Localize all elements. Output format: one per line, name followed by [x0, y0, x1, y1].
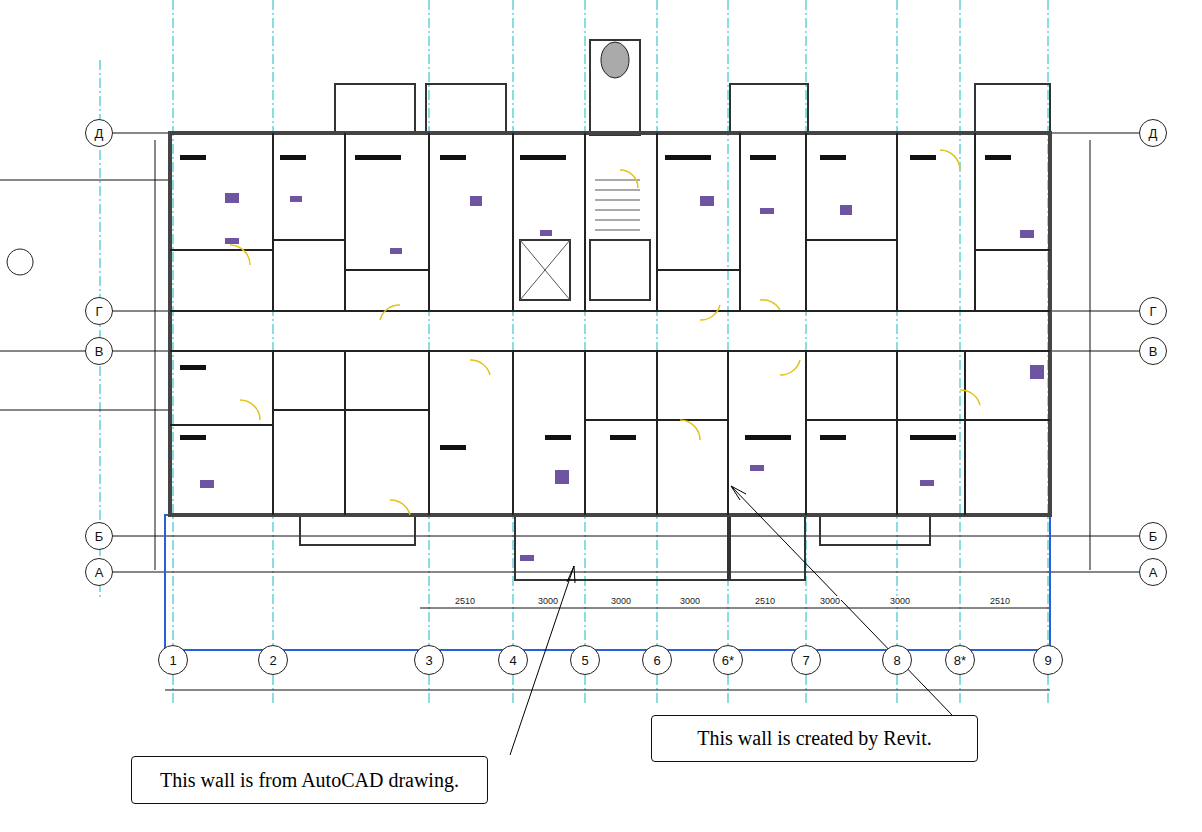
dimension-label: 3000	[537, 596, 559, 607]
grid-bubble: 2	[258, 645, 288, 675]
grid-label: 8*	[954, 653, 966, 668]
grid-label: Г	[95, 304, 102, 319]
grid-label: 4	[509, 653, 516, 668]
grid-label: Д	[1149, 126, 1158, 141]
grid-label: 3	[425, 653, 432, 668]
grid-label: Г	[1149, 304, 1156, 319]
grid-bubble: 8*	[945, 645, 975, 675]
dimension-label: 3000	[819, 596, 841, 607]
grid-label: А	[1149, 565, 1158, 580]
grid-bubble: Г	[85, 297, 113, 325]
dimension-label: 3000	[679, 596, 701, 607]
grid-label: В	[95, 344, 104, 359]
grid-bubble: А	[1139, 558, 1167, 586]
grid-label: Д	[95, 126, 104, 141]
callout-box: This wall is from AutoCAD drawing.	[131, 756, 488, 804]
grid-label: 6	[653, 653, 660, 668]
grid-label: 9	[1044, 653, 1051, 668]
grid-label: 7	[802, 653, 809, 668]
callout-box: This wall is created by Revit.	[651, 715, 978, 762]
grid-bubble: Г	[1139, 297, 1167, 325]
grid-bubble: Б	[85, 522, 113, 550]
grid-bubble: 9	[1033, 645, 1063, 675]
grid-label: 5	[581, 653, 588, 668]
grid-bubble: А	[85, 558, 113, 586]
grid-label: 6*	[722, 653, 734, 668]
grid-bubble: 6	[642, 645, 672, 675]
dimension-label: 2510	[454, 596, 476, 607]
grid-bubble: 7	[791, 645, 821, 675]
grid-label: 1	[169, 653, 176, 668]
grid-label: Б	[1149, 529, 1158, 544]
dimension-label: 3000	[610, 596, 632, 607]
grid-bubble: 8	[882, 645, 912, 675]
dimension-label: 2510	[754, 596, 776, 607]
grid-bubble: 6*	[713, 645, 743, 675]
grid-bubble: 1	[158, 645, 188, 675]
grid-bubble: Д	[1139, 119, 1167, 147]
grid-label: В	[1149, 344, 1158, 359]
dimension-label: 2510	[989, 596, 1011, 607]
grid-bubble: 5	[570, 645, 600, 675]
grid-bubble: 4	[498, 645, 528, 675]
grid-label: А	[95, 565, 104, 580]
grid-label: Б	[95, 529, 104, 544]
grid-bubble: Д	[85, 119, 113, 147]
grid-bubble: Б	[1139, 522, 1167, 550]
callout-text: This wall is created by Revit.	[697, 727, 931, 750]
callout-text: This wall is from AutoCAD drawing.	[160, 769, 459, 792]
grid-label: 2	[269, 653, 276, 668]
grid-label: 8	[893, 653, 900, 668]
dimension-label: 3000	[889, 596, 911, 607]
grid-bubble: В	[85, 337, 113, 365]
grid-bubble: 3	[414, 645, 444, 675]
grid-bubble: В	[1139, 337, 1167, 365]
